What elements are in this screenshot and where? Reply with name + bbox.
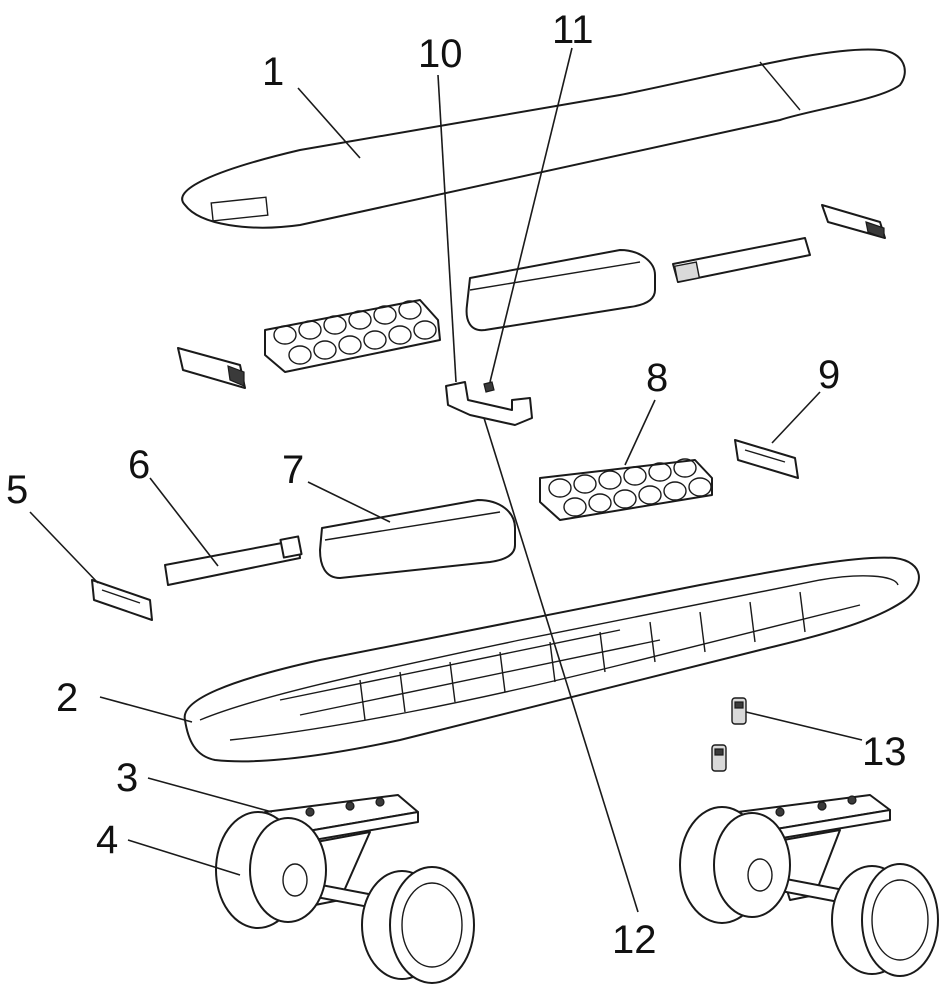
callout-6: 6 [128, 445, 150, 485]
callout-3: 3 [116, 758, 138, 798]
leader-3 [148, 778, 272, 812]
leader-11 [490, 48, 572, 382]
center-bracket [446, 382, 532, 425]
end-cap-left-lower [92, 580, 152, 620]
wheel-left-front [216, 812, 326, 928]
bottom-shell [185, 558, 919, 762]
cell-holder-lower [540, 459, 712, 520]
callout-7: 7 [282, 450, 304, 490]
callout-1: 1 [262, 52, 284, 92]
wheel-right-front [680, 807, 790, 923]
top-deck-cover [182, 49, 905, 227]
callout-11: 11 [552, 10, 594, 50]
leader-9 [772, 392, 820, 443]
battery-pack-lower [320, 500, 515, 578]
leader-2 [100, 697, 192, 722]
callout-12: 12 [612, 920, 657, 960]
wheel-right-rear [832, 864, 938, 976]
callout-5: 5 [6, 470, 28, 510]
leader-6 [150, 478, 218, 566]
connector-bar-upper [673, 238, 810, 282]
leader-8 [625, 400, 655, 465]
cell-holder-upper [265, 300, 440, 372]
fastener-b [712, 745, 726, 771]
end-cap-right-upper [822, 205, 885, 238]
callout-13: 13 [862, 732, 907, 772]
wheel-left-rear [362, 867, 474, 983]
end-cap-right-lower [735, 440, 798, 478]
end-cap-left-upper [178, 348, 245, 388]
callout-10: 10 [418, 34, 463, 74]
battery-pack-upper [467, 250, 655, 330]
leader-10 [438, 75, 456, 382]
leader-7 [308, 482, 390, 522]
callout-9: 9 [818, 355, 840, 395]
leader-5 [30, 512, 98, 583]
connector-bar-lower [165, 536, 302, 585]
callout-8: 8 [646, 358, 668, 398]
leader-13 [746, 712, 862, 740]
fastener-a [732, 698, 746, 724]
callout-4: 4 [96, 820, 118, 860]
callout-2: 2 [56, 678, 78, 718]
